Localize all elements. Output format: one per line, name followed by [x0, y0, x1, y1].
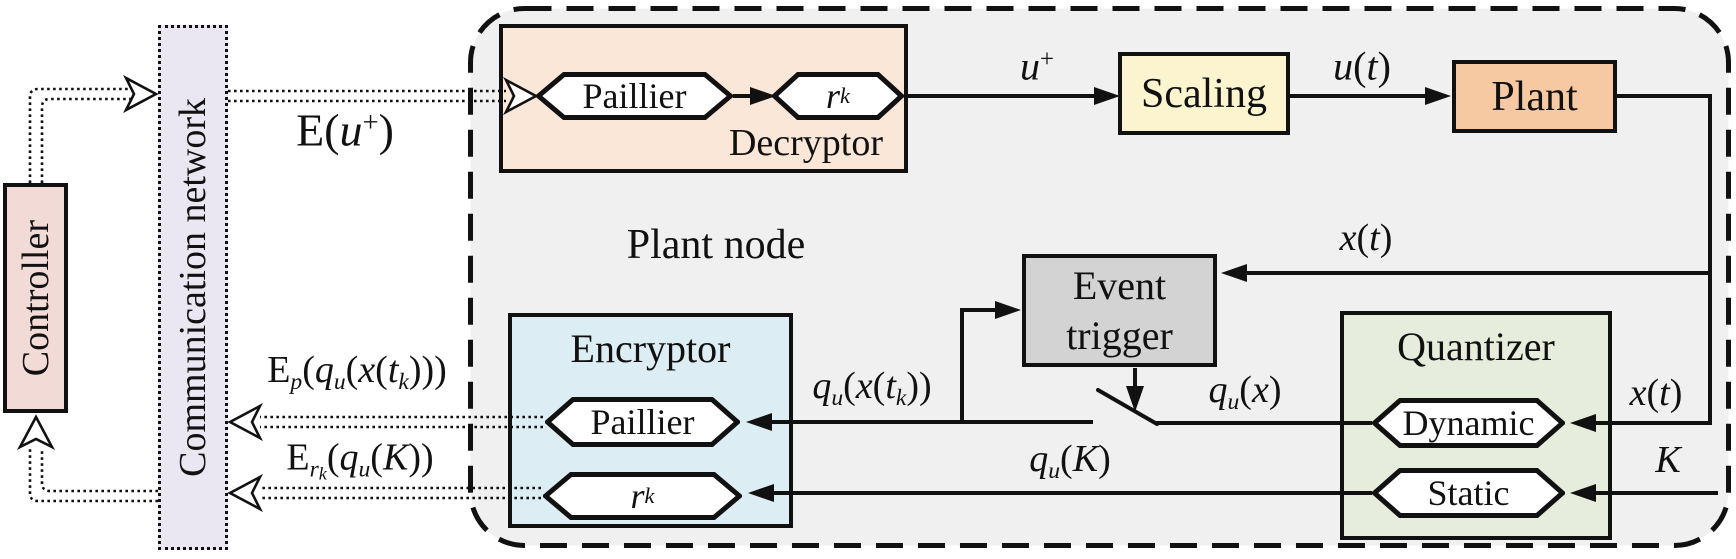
- controller-box: Controller: [3, 183, 68, 413]
- signal-label-u-plus: u+: [1020, 43, 1054, 89]
- dynamic-quantizer-hexagon: Dynamic: [1372, 398, 1565, 448]
- scaling-box: Scaling: [1118, 52, 1290, 135]
- cipher-label-Ep-qu-xtk: Ep(qu(x(tk))): [267, 348, 447, 396]
- event-trigger-label-line1: Event: [1072, 262, 1167, 308]
- quantizer-label: Quantizer: [1397, 324, 1555, 369]
- controller-label: Controller: [14, 219, 57, 377]
- plant-node-label: Plant node: [626, 222, 806, 268]
- signal-label-qu-x: qu(x): [1208, 368, 1282, 416]
- plant-box: Plant: [1452, 60, 1617, 133]
- event-trigger-box: Event trigger: [1022, 254, 1217, 367]
- communication-network-label: Communication network: [172, 98, 214, 477]
- signal-label-K: K: [1655, 439, 1681, 481]
- signal-label-x-t-quantizer: x(t): [1629, 372, 1683, 414]
- cipher-label-Erk-qu-K: Erk(qu(K)): [286, 436, 434, 484]
- paillier-decryptor-hexagon: Paillier: [536, 72, 733, 120]
- signal-label-u-t: u(t): [1333, 43, 1391, 89]
- cipher-label-E-u-plus: E(u+): [296, 104, 394, 156]
- encryptor-label: Encryptor: [570, 326, 731, 371]
- event-trigger-label-line2: trigger: [1066, 312, 1173, 358]
- paillier-decryptor-label: Paillier: [582, 76, 687, 116]
- plant-label: Plant: [1491, 73, 1578, 120]
- communication-network-box: Communication network: [158, 25, 228, 550]
- signal-label-x-t-event: x(t): [1339, 217, 1393, 259]
- scaling-label: Scaling: [1141, 70, 1267, 117]
- signal-label-qu-K: qu(K): [1029, 437, 1111, 485]
- dynamic-quantizer-label: Dynamic: [1402, 403, 1535, 443]
- paillier-encryptor-hexagon: Paillier: [545, 397, 740, 447]
- static-quantizer-hexagon: Static: [1372, 468, 1565, 518]
- static-quantizer-label: Static: [1427, 473, 1510, 513]
- decryptor-label: Decryptor: [728, 122, 884, 164]
- paillier-encryptor-label: Paillier: [590, 402, 695, 442]
- signal-label-qu-xtk: qu(x(tk)): [812, 364, 932, 412]
